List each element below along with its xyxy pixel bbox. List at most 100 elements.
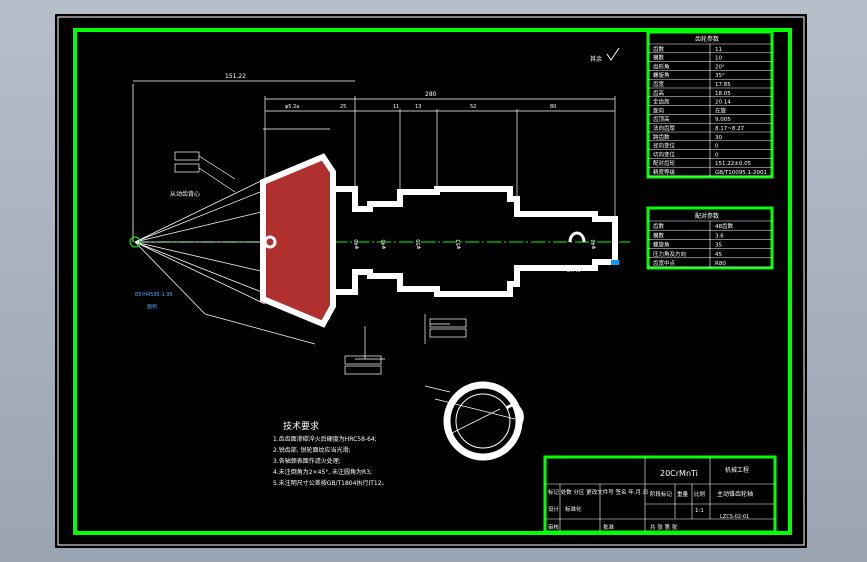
part-name: 主动锥齿轮轴 <box>717 490 753 498</box>
ra-note: B5/H4595-1.95 <box>135 292 173 298</box>
scale-label: 比例 <box>694 490 706 498</box>
dim-d1: φ5.2a <box>285 104 299 110</box>
table-row-label: 跨齿数 <box>653 133 670 141</box>
dim-d6: 52 <box>470 104 476 110</box>
table-row-value: 20° <box>715 64 725 70</box>
table-row-value: 8.17~8.27 <box>715 126 745 132</box>
table-row-label: 压力角及方向 <box>653 250 686 258</box>
table-row-value: 45 <box>715 252 722 258</box>
dim-d2: 25 <box>340 104 346 110</box>
table-row-label: 螺旋角 <box>653 241 670 249</box>
table-row-value: R80 <box>715 261 726 267</box>
dim-d3: 11 <box>393 104 399 110</box>
dim-total-length: 280 <box>425 91 437 98</box>
weight-label: 重量 <box>677 490 689 498</box>
roughness-symbol <box>606 47 620 61</box>
material: 20CrMnTi <box>660 469 698 478</box>
params1-title: 齿轮参数 <box>695 35 719 43</box>
cone-apex-label: 从动齿背心 <box>170 190 200 198</box>
cross-section-outer <box>443 381 523 461</box>
table-row-value: 35 <box>715 243 722 249</box>
table-row-value: 48齿数 <box>715 222 733 230</box>
tech-req-item: 2.锐齿部, 锐轮面纹应当光滑; <box>273 446 351 454</box>
dimension-lines <box>133 80 616 360</box>
gear-parameter-table: 齿轮参数 齿数 11 模数 10 齿形角 20° 螺旋角 35° 齿宽 17.85 齿高 18.05 全… <box>646 30 774 179</box>
dim-d7: 80 <box>550 104 556 110</box>
outer-border <box>57 16 805 546</box>
table-row-value: 0 <box>715 144 719 150</box>
stage-label: 阶段标记 <box>650 490 673 498</box>
school: 机械工程 <box>725 466 749 474</box>
drawing-canvas: 151.22 280 φ5.2a 25 11 13 52 80 φ40 φ45 … <box>57 16 805 546</box>
table-row-label: 齿宽中点 <box>653 259 676 267</box>
designer-label: 设计 <box>548 505 560 513</box>
tech-req-item: 3.各轴颈表面作滤火处理; <box>273 457 341 465</box>
tech-req-item: 1.齿齿面渗碳淬火后硬度为HRC58-64; <box>273 435 377 443</box>
datum-marker <box>611 260 619 265</box>
dim-vert1: φ40 <box>354 239 360 249</box>
table-row-value: 10 <box>715 56 722 62</box>
table-row-label: 模数 <box>653 231 665 239</box>
table-row-label: 齿高 <box>653 89 665 97</box>
drawing-sheet: 151.22 280 φ5.2a 25 11 13 52 80 φ40 φ45 … <box>55 14 807 548</box>
table-row-value: 11 <box>715 47 722 53</box>
dim-overall: 151.22 <box>225 73 246 80</box>
table-row-label: 齿数 <box>653 45 665 53</box>
shaft-end-hole <box>568 231 586 243</box>
dim-vert5: φ42 <box>591 239 597 249</box>
table-row-value: 3.6 <box>715 233 724 239</box>
table-row-label: 齿顶高 <box>653 115 670 123</box>
table-row-label: 切向变位 <box>653 150 676 158</box>
datum-label: 面积 <box>147 303 157 310</box>
table-row-value: 30 <box>715 135 722 141</box>
dim-vert4: φ53 <box>456 239 462 249</box>
table-row-value: 18.05 <box>715 91 731 97</box>
table-row-value: 151.22±0.05 <box>715 161 752 167</box>
gear-section <box>260 153 336 328</box>
scale: 1:1 <box>695 508 704 514</box>
table-row-label: 旋向 <box>653 106 664 114</box>
drawing-frame <box>73 28 792 535</box>
tech-req-title: 技术要求 <box>283 420 319 432</box>
table-row-label: 精度等级 <box>653 168 676 176</box>
table-row-value: 20.14 <box>715 100 731 106</box>
table-row-label: 配对齿轮 <box>653 159 676 167</box>
sheet-info: 共 张 第 张 <box>650 523 678 531</box>
table-row-label: 齿形角 <box>653 62 670 70</box>
table-row-label: 螺旋角 <box>653 71 670 79</box>
table-row-value: 左旋 <box>715 106 727 114</box>
standard-label: 标准化 <box>565 505 582 513</box>
tech-req-item: 4.未注倒角为2×45°, 未注圆角为R3; <box>273 468 372 476</box>
dim-d4: 13 <box>415 104 421 110</box>
roughness-note: 其余 <box>590 55 602 63</box>
table-row-label: 齿宽 <box>653 80 665 88</box>
keyway <box>505 403 524 428</box>
table-row-value: 17.85 <box>715 82 731 88</box>
dim-chamfer: 2×45° <box>567 268 584 274</box>
table-row-label: 法向齿厚 <box>653 124 676 132</box>
checker-label: 审核 <box>548 523 560 531</box>
drawing-number: LZCS-02-01 <box>720 514 749 520</box>
table-row-value: GB/T10095.1-2001 <box>715 170 767 176</box>
table-row-value: 9.005 <box>715 117 731 123</box>
tech-req-item: 5.未注明尺寸公差按GB/T1804执行IT12。 <box>273 479 388 487</box>
table-row-label: 齿数 <box>653 222 665 230</box>
cross-section-lines <box>424 385 516 435</box>
table-row-value: 0 <box>715 152 719 158</box>
table-row-label: 全齿高 <box>653 98 670 106</box>
cross-section-inner <box>455 393 511 449</box>
title-row1: 标记 处数 分区 更改文件号 签名 年.月.日 <box>548 488 648 496</box>
feature-control-frames <box>174 151 467 375</box>
cone-apex <box>129 236 141 248</box>
title-block: 20CrMnTi 机械工程 主动锥齿轮轴 标记 处数 分区 更改文件号 签名 年… <box>543 455 777 534</box>
params2-title: 配对参数 <box>695 212 719 220</box>
table-row-label: 模数 <box>653 54 665 62</box>
dim-vert3: φ50 <box>416 239 422 249</box>
gear-center-hole <box>263 235 277 249</box>
approve-label: 批准 <box>603 523 615 531</box>
dim-vert2: φ45 <box>381 239 387 249</box>
table-row-value: 35° <box>715 73 725 79</box>
table-row-label: 径向变位 <box>653 142 676 150</box>
